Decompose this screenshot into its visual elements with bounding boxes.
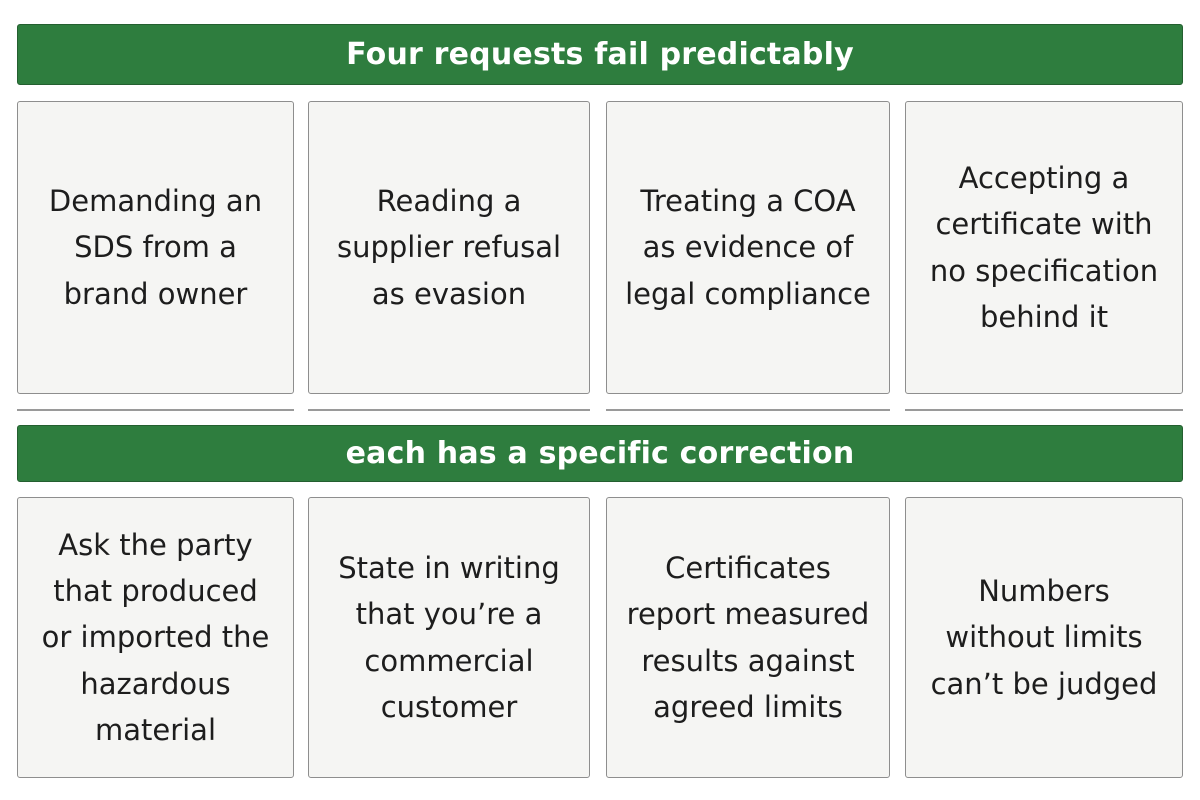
problem-card-1: Demanding an SDS from a brand owner (17, 101, 294, 394)
banner-top-text: Four requests fail predictably (346, 37, 854, 72)
banner-top: Four requests fail predictably (17, 24, 1183, 85)
correction-card-4: Numbers without limits can’t be judged (905, 497, 1183, 778)
divider-4 (905, 409, 1183, 411)
divider-3 (606, 409, 890, 411)
banner-bottom: each has a specific correction (17, 425, 1183, 482)
problem-card-4: Accepting a certificate with no specific… (905, 101, 1183, 394)
correction-text-4: Numbers without limits can’t be judged (930, 573, 1158, 701)
correction-text-3: Certificates report measured results aga… (626, 550, 870, 724)
problem-card-2: Reading a supplier refusal as evasion (308, 101, 590, 394)
problem-text-2: Reading a supplier refusal as evasion (336, 183, 562, 311)
correction-text-1: Ask the party that produced or imported … (41, 527, 270, 748)
problem-text-4: Accepting a certificate with no specific… (929, 160, 1159, 334)
problem-text-1: Demanding an SDS from a brand owner (48, 183, 263, 311)
correction-text-2: State in writing that you’re a commercia… (338, 550, 560, 724)
correction-card-3: Certificates report measured results aga… (606, 497, 890, 778)
problem-card-3: Treating a COA as evidence of legal comp… (606, 101, 890, 394)
divider-2 (308, 409, 590, 411)
divider-1 (17, 409, 294, 411)
correction-card-1: Ask the party that produced or imported … (17, 497, 294, 778)
correction-card-2: State in writing that you’re a commercia… (308, 497, 590, 778)
banner-bottom-text: each has a specific correction (345, 436, 855, 471)
problem-text-3: Treating a COA as evidence of legal comp… (625, 183, 871, 311)
